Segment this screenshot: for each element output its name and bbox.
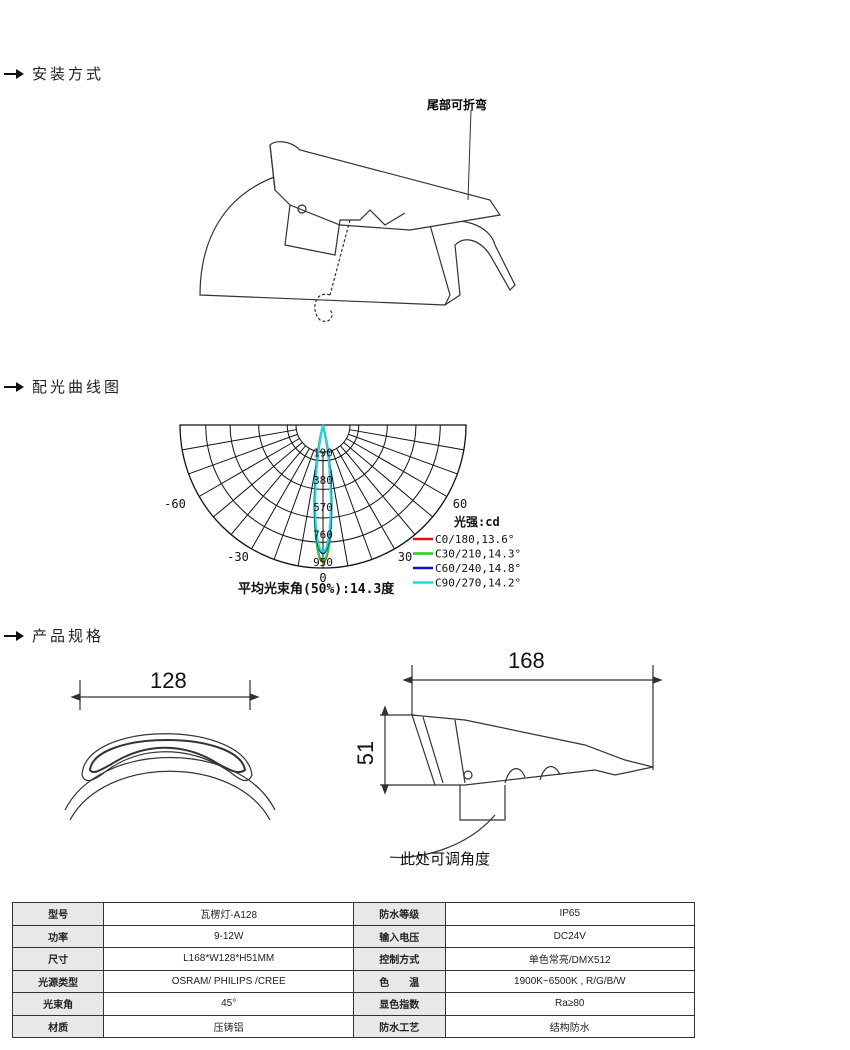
radial-line bbox=[336, 448, 395, 550]
width-dimension: 128 bbox=[150, 668, 187, 693]
radial-line bbox=[188, 433, 298, 475]
arrow-right-icon bbox=[4, 381, 24, 392]
spec-value: DC24V bbox=[444, 924, 695, 948]
spec-label: 光束角 bbox=[11, 992, 105, 1016]
legend-entry: C90/270,14.2° bbox=[435, 577, 521, 590]
radial-line bbox=[230, 445, 307, 535]
angle-label: -30 bbox=[227, 550, 249, 564]
spec-label: 材质 bbox=[11, 1014, 105, 1038]
radial-line bbox=[251, 448, 310, 550]
radial-line bbox=[349, 429, 464, 451]
section-install: 安装方式 bbox=[4, 63, 104, 84]
bendable-tail-note: 尾部可折弯 bbox=[427, 98, 488, 112]
table-row: 材质压铸铝防水工艺结构防水 bbox=[11, 1014, 695, 1038]
polar-light-distribution-chart: 190 380 570 760 950 -60 -30 0 30 60 光强:cdC0/180,13… bbox=[164, 424, 521, 597]
angle-label: 0 bbox=[319, 571, 326, 585]
front-view-drawing bbox=[64, 680, 276, 821]
installation-drawing bbox=[199, 141, 516, 322]
spec-value: 压铸铝 bbox=[103, 1014, 355, 1038]
spec-value: 1900K~6500K , R/G/B/W bbox=[444, 969, 695, 993]
angle-label: 60 bbox=[453, 497, 467, 511]
chart-title: 平均光束角(50%):14.3度 bbox=[238, 581, 395, 597]
radial-line bbox=[348, 433, 458, 475]
angle-label: -60 bbox=[164, 497, 186, 511]
ring-value-label: 190 bbox=[313, 446, 333, 459]
spec-value: L168*W128*H51MM bbox=[103, 947, 355, 971]
spec-value: 单色常亮/DMX512 bbox=[444, 947, 695, 971]
spec-value: 45° bbox=[103, 992, 355, 1016]
adjustable-angle-note: 此处可调角度 bbox=[400, 850, 491, 868]
series-lobe bbox=[314, 424, 332, 553]
arrow-right-icon bbox=[4, 68, 24, 79]
radial-line bbox=[182, 429, 297, 451]
radial-line bbox=[343, 441, 433, 518]
arrow-right-icon bbox=[4, 630, 24, 641]
spec-value: IP65 bbox=[444, 902, 695, 926]
radial-line bbox=[346, 438, 448, 497]
note-leader-line bbox=[467, 110, 472, 201]
ring-value-label: 950 bbox=[313, 556, 333, 569]
spec-value: 瓦楞灯-A128 bbox=[103, 902, 355, 926]
radial-line bbox=[213, 441, 303, 518]
length-dimension: 168 bbox=[508, 648, 545, 673]
spec-label: 输入电压 bbox=[353, 924, 446, 948]
spec-label: 功率 bbox=[11, 924, 105, 948]
spec-label: 尺寸 bbox=[11, 947, 105, 971]
section-title: 配光曲线图 bbox=[32, 378, 123, 396]
spec-label: 光源类型 bbox=[11, 969, 105, 993]
ring-value-label: 570 bbox=[313, 501, 333, 514]
legend-entry: C0/180,13.6° bbox=[435, 533, 514, 546]
spec-label: 色 温 bbox=[353, 969, 446, 993]
height-dimension: 51 bbox=[353, 740, 379, 766]
legend-entry: C60/240,14.8° bbox=[435, 562, 521, 575]
spec-label: 防水等级 bbox=[353, 902, 446, 926]
ring-value-label: 380 bbox=[313, 474, 333, 487]
section-curve: 配光曲线图 bbox=[4, 376, 122, 397]
ring-value-label: 760 bbox=[313, 529, 333, 542]
spec-value: Ra≥80 bbox=[444, 992, 695, 1016]
radial-line bbox=[339, 445, 416, 535]
section-spec: 产品规格 bbox=[4, 625, 104, 646]
spec-value: 9-12W bbox=[103, 924, 355, 948]
spec-value: OSRAM/ PHILIPS /CREE bbox=[103, 969, 355, 993]
spec-label: 显色指数 bbox=[353, 992, 446, 1016]
spec-label: 防水工艺 bbox=[353, 1014, 446, 1038]
spec-label: 型号 bbox=[11, 902, 105, 926]
unit-label: 光强:cd bbox=[453, 514, 500, 529]
spec-label: 控制方式 bbox=[353, 947, 446, 971]
radial-line bbox=[331, 450, 373, 560]
outer-ring bbox=[179, 424, 467, 569]
radial-line bbox=[273, 450, 315, 560]
spec-value: 结构防水 bbox=[444, 1014, 695, 1038]
radial-line bbox=[198, 438, 300, 497]
section-title: 安装方式 bbox=[32, 65, 105, 83]
legend-entry: C30/210,14.3° bbox=[435, 548, 521, 561]
section-title: 产品规格 bbox=[32, 627, 105, 645]
angle-label: 30 bbox=[398, 550, 412, 564]
side-view-drawing bbox=[380, 665, 663, 859]
